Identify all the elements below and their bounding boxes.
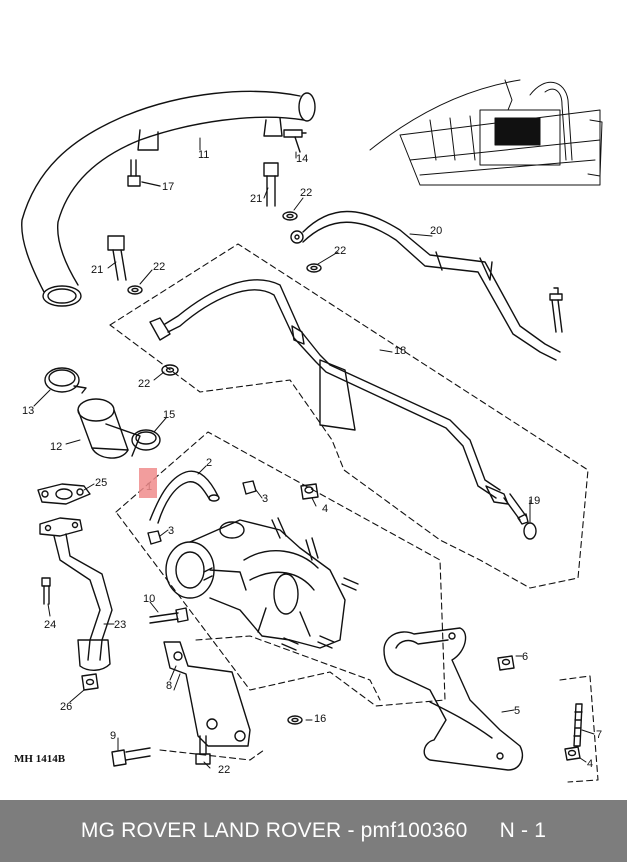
bolt-22-lower: [195, 735, 211, 765]
footer-page-text: N - 1: [499, 819, 547, 842]
callout-13: 13: [22, 405, 34, 417]
gasket-25: [37, 483, 91, 505]
callout-17: 17: [162, 181, 174, 193]
callout-12: 12: [50, 441, 62, 453]
engine-inset: [369, 79, 603, 186]
callout-7: 7: [596, 729, 602, 741]
bolt-14: [283, 129, 307, 153]
callout-15: 15: [163, 409, 175, 421]
callout-21-lower: 21: [91, 264, 103, 276]
callout-3-lower: 3: [168, 525, 174, 537]
nut-3-lower: [147, 530, 162, 545]
callout-14: 14: [296, 153, 308, 165]
callout-8: 8: [166, 680, 172, 692]
bolt-10: [149, 607, 189, 624]
nut-4-lower: [564, 746, 581, 761]
callout-10: 10: [143, 593, 155, 605]
highlight-marker: [139, 468, 157, 498]
bolt-9: [111, 747, 151, 767]
callout-16: 16: [314, 713, 326, 725]
callout-19: 19: [528, 495, 540, 507]
callout-24: 24: [44, 619, 56, 631]
oil-drain-pipe-23: [39, 517, 113, 671]
callout-9: 9: [110, 730, 116, 742]
nut-3-upper: [242, 480, 257, 495]
callout-6: 6: [522, 651, 528, 663]
callout-22-a: 22: [300, 187, 312, 199]
callout-21-upper: 21: [250, 193, 262, 205]
pipe-20: [290, 210, 563, 361]
bracket-8: [163, 641, 251, 747]
dashed-outlines: [109, 243, 599, 783]
callout-2: 2: [206, 457, 212, 469]
nut-26: [81, 673, 99, 691]
exploded-parts-diagram: 1 2 3 3 4 4 5 6 7 8 9 10 11 12 13 14 15 …: [14, 79, 603, 783]
callout-22-c: 22: [334, 245, 346, 257]
hose-12: [77, 398, 141, 459]
bolt-17: [127, 159, 161, 187]
footer-bar: MG ROVER LAND ROVER - pmf100360 N - 1: [0, 800, 627, 862]
diagram-reference-code: MH 1414B: [14, 753, 66, 765]
clip-13: [44, 367, 87, 394]
washers-22: [161, 263, 322, 376]
turbocharger: [165, 517, 359, 651]
callout-3-upper: 3: [262, 493, 268, 505]
callout-26: 26: [60, 701, 72, 713]
callout-20: 20: [430, 225, 442, 237]
bolt-21-lower: [107, 235, 143, 295]
bolt-24: [41, 577, 51, 605]
leader-lines: [33, 137, 595, 769]
callout-18: 18: [394, 345, 406, 357]
hose-2: [149, 470, 220, 524]
clip-15: [131, 429, 161, 451]
callout-22-b: 22: [153, 261, 165, 273]
intercooler-pipe: [21, 90, 316, 307]
callout-5: 5: [514, 705, 520, 717]
callout-11: 11: [198, 149, 209, 161]
downpipe-elbow-5: [383, 627, 524, 771]
callout-25: 25: [95, 477, 107, 489]
callout-4-upper: 4: [322, 503, 328, 515]
nut-6: [497, 655, 515, 671]
pipe-18: [149, 279, 537, 540]
callout-23: 23: [114, 619, 126, 631]
callout-4-lower: 4: [587, 758, 593, 770]
footer-brand-text: MG ROVER LAND ROVER - pmf100360: [80, 819, 468, 842]
callout-22-d: 22: [138, 378, 150, 390]
washer-16: [287, 715, 303, 725]
callout-22-e: 22: [218, 764, 230, 776]
bolt-21-upper: [263, 162, 298, 221]
stud-7: [573, 703, 583, 747]
